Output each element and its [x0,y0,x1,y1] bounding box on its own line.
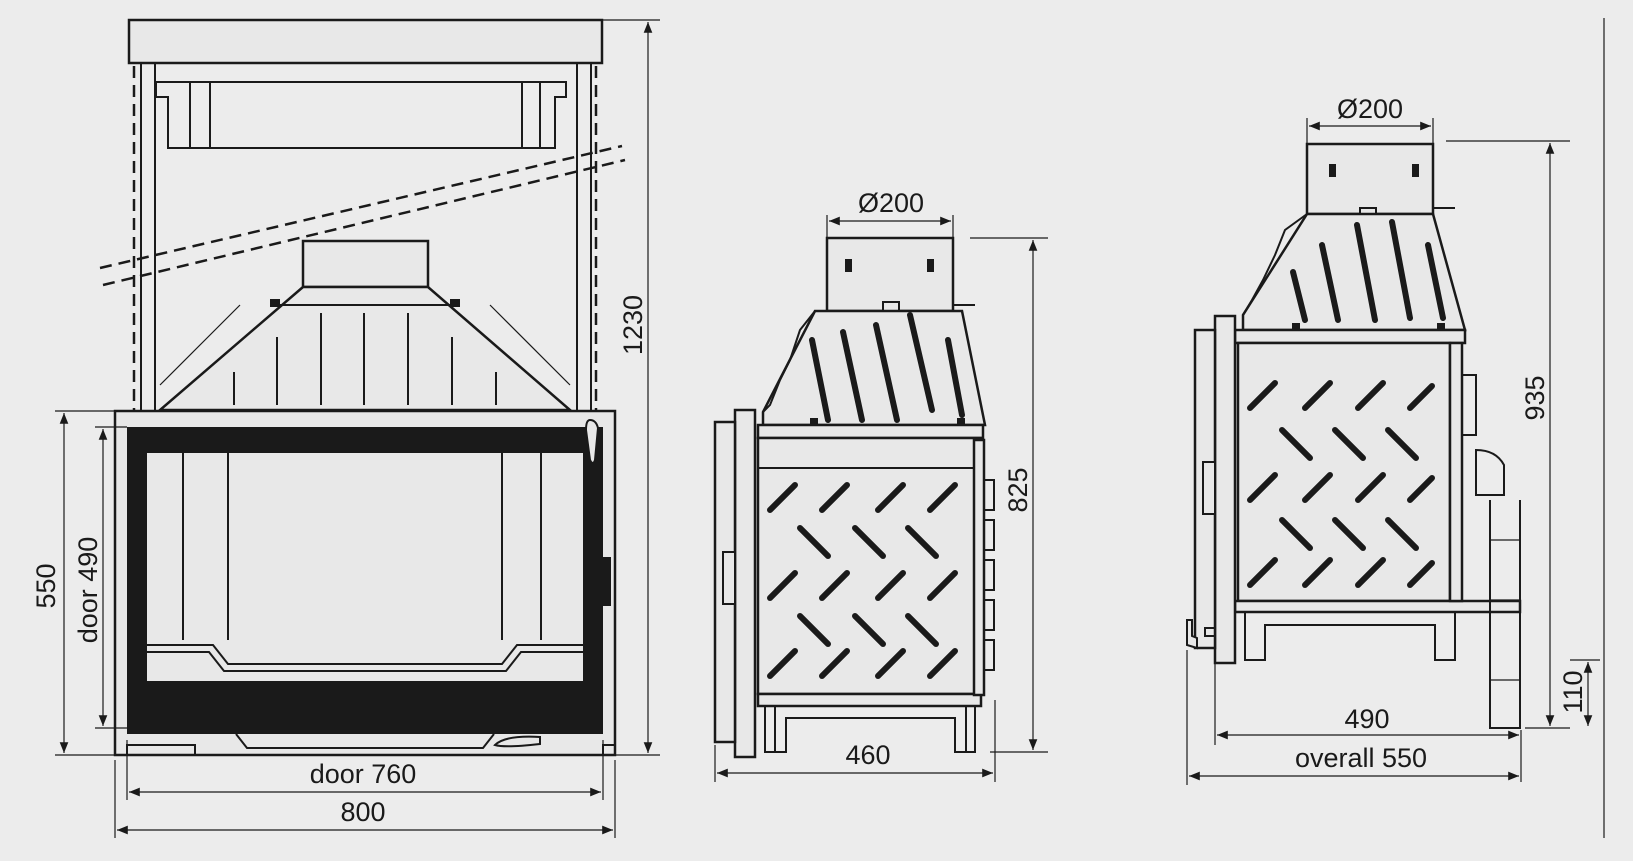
ash-handle-icon[interactable] [493,735,541,748]
firebox-base [235,733,495,749]
side-view-compact: Ø200 825 460 [713,188,1048,782]
glass-sill [147,651,583,672]
roof-dashed-line-1 [99,144,623,270]
hood-slot [1290,269,1308,323]
side2-front-plate [1213,314,1237,665]
side2-flue-collar [1305,142,1435,216]
roof-dashed-line-2 [102,158,626,287]
front-plate-knob [722,551,736,605]
hood-slot [907,312,935,413]
handle-pin [1204,627,1216,637]
leg-inner [774,706,967,752]
hood-foot [810,418,818,424]
hood-slot [809,337,831,423]
hood-slot [1425,242,1446,321]
side1-front-plate [733,408,757,759]
side2-dim-overall: overall 550 [1295,743,1427,773]
cone-bolt [450,299,460,307]
door-glass [147,453,583,681]
hood-slot [1354,222,1378,323]
side2-slot-pattern [1247,380,1435,588]
air-pipe [1489,500,1521,729]
dim-height-550: 550 [31,563,61,608]
hood-slot [873,322,900,423]
hood-slot [1319,242,1341,323]
cone-fin [159,304,241,386]
hood-slot [945,337,965,418]
glass-sill [147,644,583,665]
rear-plate [1448,341,1464,603]
body-top-plate [756,423,985,440]
side2-dim-height: 935 [1520,375,1550,420]
front-plate-knob [1202,461,1216,515]
hood-slot [840,329,865,423]
side2-dim-flue: Ø200 [1337,94,1403,124]
side2-dim-depth: 490 [1344,704,1389,734]
hood-slot [1389,219,1413,321]
side1-dim-flue: Ø200 [858,188,924,218]
body-base-plate [1233,599,1522,614]
firebox-feet [114,734,616,756]
hood-top-band [127,18,604,65]
dim-width-overall: 800 [340,797,385,827]
hood-step-outline [762,310,816,413]
flue-slot [845,259,852,272]
hood-foot [1292,323,1300,329]
flue-slot [1412,164,1419,177]
dim-total-height: 1230 [618,295,648,355]
side2-handle-icon[interactable] [1186,619,1198,650]
side1-dim-depth: 460 [845,740,890,770]
hood-bracket [155,81,567,149]
rear-plate [972,438,986,697]
dim-door-width: door 760 [310,759,417,789]
flue-slot [1329,164,1336,177]
cone-bolt [270,299,280,307]
door-latch-icon[interactable] [601,557,611,606]
body-base-plate [756,692,983,708]
hood-foot [957,418,965,424]
cone-fin [489,304,571,386]
body-top-plate [1233,328,1467,345]
side1-dim-height: 825 [1003,467,1033,512]
side-view-full: Ø200 935 110 490 overall 550 [1186,94,1600,785]
side1-slot-pattern [767,482,958,679]
side2-dim-base: 110 [1558,670,1588,713]
side1-legs [764,706,976,753]
rear-duct [1462,374,1505,496]
side1-flue-collar [825,236,955,313]
side2-legs [1244,612,1456,661]
flue-slot [927,259,934,272]
hood-foot [1437,323,1445,329]
front-view: 1230 550 door 490 door 760 800 [31,18,660,838]
hood-step-outline [1242,213,1308,316]
rear-fins [984,479,995,671]
dim-door-height: door 490 [73,537,103,644]
front-flue-collar [301,239,430,289]
door-handle-top-icon[interactable] [584,418,600,464]
